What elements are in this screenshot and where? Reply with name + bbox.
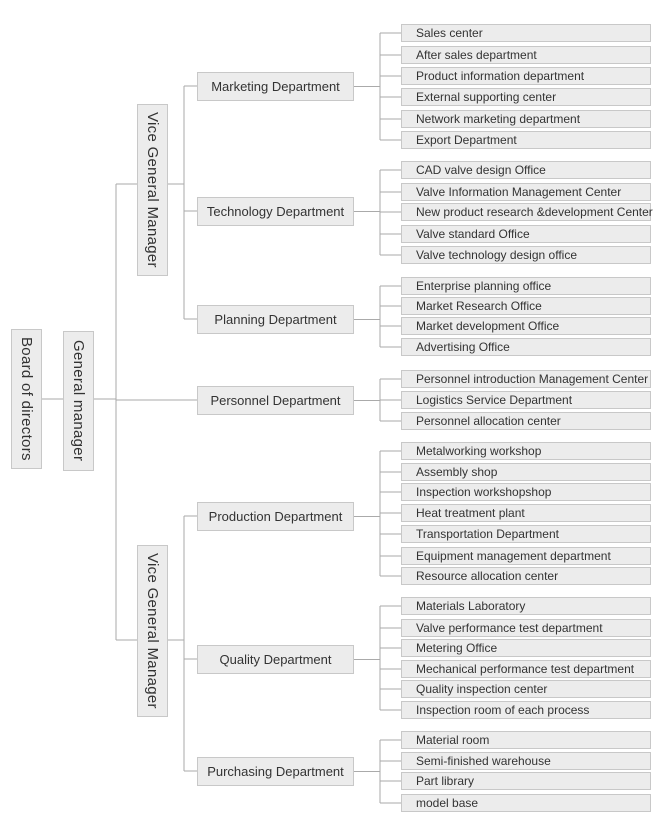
sub-unit-label: Valve technology design office: [416, 248, 577, 262]
sub-unit-label: Sales center: [416, 26, 483, 40]
sub-unit-box: New product research &development Center: [401, 203, 653, 221]
sub-unit-label: Inspection room of each process: [416, 703, 590, 717]
sub-unit-label: Metering Office: [416, 641, 498, 655]
sub-unit-box: Assembly shop: [401, 463, 651, 481]
vice-general-manager-bottom-label: Vice General Manager: [144, 553, 161, 709]
sub-unit-label: Enterprise planning office: [416, 279, 552, 293]
sub-unit-box: Valve Information Management Center: [401, 183, 651, 201]
vice-general-manager-bottom-box: Vice General Manager: [137, 545, 168, 717]
sub-unit-box: Logistics Service Department: [401, 391, 651, 409]
sub-unit-box: Inspection workshopshop: [401, 483, 651, 501]
vice-general-manager-top-box: Vice General Manager: [137, 104, 168, 276]
sub-unit-label: After sales department: [416, 48, 537, 62]
department-box: Planning Department: [197, 305, 354, 334]
sub-unit-box: Product information department: [401, 67, 651, 85]
department-label: Personnel Department: [210, 393, 341, 408]
sub-unit-label: Equipment management department: [416, 549, 611, 563]
sub-unit-box: Inspection room of each process: [401, 701, 651, 719]
department-label: Production Department: [208, 509, 343, 524]
department-box: Quality Department: [197, 645, 354, 674]
sub-unit-label: Part library: [416, 774, 475, 788]
sub-unit-label: Metalworking workshop: [416, 444, 542, 458]
sub-unit-label: Valve standard Office: [416, 227, 530, 241]
sub-unit-label: Export Department: [416, 133, 517, 147]
sub-unit-label: Valve performance test department: [416, 621, 603, 635]
department-box: Purchasing Department: [197, 757, 354, 786]
sub-unit-label: Advertising Office: [416, 340, 510, 354]
sub-unit-box: Transportation Department: [401, 525, 651, 543]
department-label: Technology Department: [206, 204, 345, 219]
sub-unit-label: Quality inspection center: [416, 682, 548, 696]
department-label: Planning Department: [214, 312, 337, 327]
sub-unit-box: Material room: [401, 731, 651, 749]
general-manager-box: General manager: [63, 331, 94, 471]
sub-unit-label: Mechanical performance test department: [416, 662, 635, 676]
vice-general-manager-top-label: Vice General Manager: [144, 112, 161, 268]
sub-unit-box: Part library: [401, 772, 651, 790]
sub-unit-label: External supporting center: [416, 90, 557, 104]
sub-unit-label: Assembly shop: [416, 465, 498, 479]
sub-unit-box: Personnel introduction Management Center: [401, 370, 651, 388]
sub-unit-box: Advertising Office: [401, 338, 651, 356]
sub-unit-box: Quality inspection center: [401, 680, 651, 698]
sub-unit-label: Logistics Service Department: [416, 393, 573, 407]
sub-unit-box: External supporting center: [401, 88, 651, 106]
department-box: Technology Department: [197, 197, 354, 226]
sub-unit-box: model base: [401, 794, 651, 812]
sub-unit-box: Mechanical performance test department: [401, 660, 651, 678]
sub-unit-box: Network marketing department: [401, 110, 651, 128]
sub-unit-box: Market development Office: [401, 317, 651, 335]
sub-unit-label: model base: [416, 796, 479, 810]
sub-unit-box: Valve performance test department: [401, 619, 651, 637]
sub-unit-box: Semi-finished warehouse: [401, 752, 651, 770]
sub-unit-label: Network marketing department: [416, 112, 581, 126]
sub-unit-label: Material room: [416, 733, 490, 747]
sub-unit-box: Market Research Office: [401, 297, 651, 315]
department-box: Personnel Department: [197, 386, 354, 415]
sub-unit-box: Equipment management department: [401, 547, 651, 565]
sub-unit-box: Sales center: [401, 24, 651, 42]
department-box: Marketing Department: [197, 72, 354, 101]
sub-unit-box: CAD valve design Office: [401, 161, 651, 179]
department-label: Marketing Department: [211, 79, 340, 94]
sub-unit-label: Market development Office: [416, 319, 560, 333]
sub-unit-box: Export Department: [401, 131, 651, 149]
sub-unit-label: Personnel allocation center: [416, 414, 561, 428]
department-box: Production Department: [197, 502, 354, 531]
board-of-directors-label: Board of directors: [18, 337, 35, 461]
sub-unit-label: Valve Information Management Center: [416, 185, 622, 199]
sub-unit-box: Heat treatment plant: [401, 504, 651, 522]
sub-unit-box: Metering Office: [401, 639, 651, 657]
department-label: Purchasing Department: [207, 764, 344, 779]
sub-unit-box: Valve technology design office: [401, 246, 651, 264]
sub-unit-box: Resource allocation center: [401, 567, 651, 585]
sub-unit-label: Product information department: [416, 69, 585, 83]
sub-unit-box: Materials Laboratory: [401, 597, 651, 615]
sub-unit-box: Enterprise planning office: [401, 277, 651, 295]
sub-unit-label: Inspection workshopshop: [416, 485, 552, 499]
sub-unit-label: Personnel introduction Management Center: [416, 372, 649, 386]
sub-unit-box: Valve standard Office: [401, 225, 651, 243]
sub-unit-box: Metalworking workshop: [401, 442, 651, 460]
sub-unit-label: CAD valve design Office: [416, 163, 546, 177]
sub-unit-label: Market Research Office: [416, 299, 542, 313]
sub-unit-label: Materials Laboratory: [416, 599, 526, 613]
sub-unit-label: Transportation Department: [416, 527, 559, 541]
board-of-directors-box: Board of directors: [11, 329, 42, 469]
sub-unit-label: Resource allocation center: [416, 569, 559, 583]
general-manager-label: General manager: [70, 340, 87, 462]
sub-unit-box: Personnel allocation center: [401, 412, 651, 430]
sub-unit-label: New product research &development Center: [416, 205, 653, 219]
sub-unit-box: After sales department: [401, 46, 651, 64]
sub-unit-label: Heat treatment plant: [416, 506, 525, 520]
sub-unit-label: Semi-finished warehouse: [416, 754, 551, 768]
department-label: Quality Department: [219, 652, 332, 667]
